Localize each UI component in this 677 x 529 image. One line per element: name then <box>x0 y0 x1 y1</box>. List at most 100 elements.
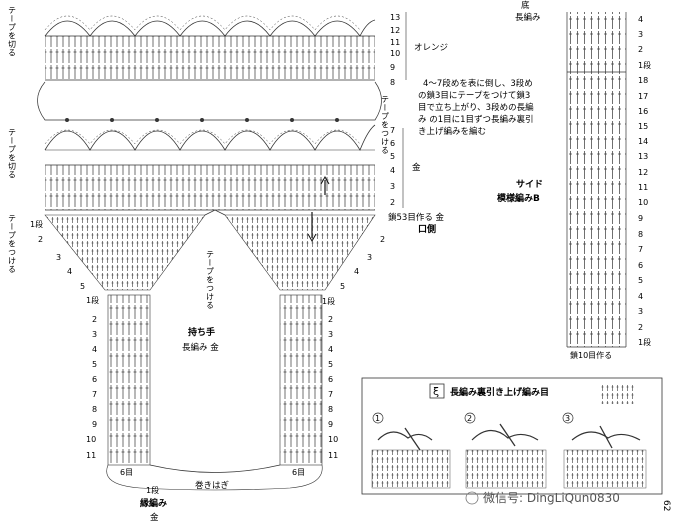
tape-attach-label: テープをつける <box>206 250 215 310</box>
row-number: 2 <box>390 198 395 207</box>
row-number: 10 <box>86 435 96 444</box>
row-number: 2 <box>38 235 43 244</box>
stitch-legend: ξ 長編み裏引き上げ編み目 1 2 3 <box>361 377 663 495</box>
row-number: 18 <box>638 76 648 85</box>
row-number: 4 <box>328 345 333 354</box>
side-chain-label: 鎖10目作る <box>570 350 612 360</box>
row-number: 8 <box>328 405 333 414</box>
row-number: 11 <box>638 183 648 192</box>
middle-fan-section <box>44 118 376 211</box>
row-number: 5 <box>390 152 395 161</box>
row-number: 12 <box>390 26 400 35</box>
lower-sides <box>44 209 376 291</box>
row-number: 7 <box>92 390 97 399</box>
side-title: サイド <box>516 179 543 190</box>
row-number: 6 <box>92 375 97 384</box>
row-number: 3 <box>638 30 643 39</box>
watermark-text: 微信号: DingLiQun0830 <box>483 491 620 505</box>
tape-cut-label: テープを切る <box>8 6 17 57</box>
handle-title: 持ち手 <box>188 326 215 338</box>
row-number: 11 <box>390 38 400 47</box>
row-number: 10 <box>328 435 338 444</box>
note-line: 4～7段めを表に倒し、3段め <box>423 78 533 89</box>
step-number: 2 <box>467 414 472 423</box>
row-number: 1段 <box>638 60 651 70</box>
row-number: 11 <box>86 451 96 460</box>
row-number: 6 <box>390 139 395 148</box>
row-number: 11 <box>328 451 338 460</box>
row-number: 7 <box>328 390 333 399</box>
side-top-sub: 長編み <box>515 12 541 23</box>
row-number: 8 <box>92 405 97 414</box>
instruction-note: 4～7段めを表に倒し、3段め の鎖3目にテープをつけて鎖3 目で立ち上がり、3段… <box>418 78 534 137</box>
symbol-sample <box>600 384 636 404</box>
row-number: 10 <box>638 198 648 207</box>
join-label: 巻きはぎ <box>195 480 230 491</box>
row-number: 7 <box>638 245 643 254</box>
row-number: 9 <box>328 420 333 429</box>
row-number: 10 <box>390 49 400 58</box>
row-number: 3 <box>390 182 395 191</box>
row-number: 5 <box>638 276 643 285</box>
row-number: 8 <box>390 78 395 87</box>
row-number: 9 <box>390 63 395 72</box>
row-number: 16 <box>638 107 648 116</box>
legend-symbol: ξ <box>433 385 439 398</box>
row-number: 3 <box>367 253 372 262</box>
top-row-numbers: 13 12 11 10 9 8 オレンジ <box>390 12 448 87</box>
tape-attach-label: テープをつける <box>381 95 390 155</box>
row-label: 1段 <box>30 219 43 229</box>
row-number: 4 <box>92 345 97 354</box>
color-label: 金 <box>412 162 421 173</box>
top-fan-section <box>44 15 376 81</box>
upper-row-numbers: 7 6 5 4 3 2 金 鎖53目作る 金 口側 <box>388 126 445 235</box>
row-number: 6 <box>638 261 643 270</box>
stitch-count: 6目 <box>292 468 305 477</box>
row-number: 2 <box>638 323 643 332</box>
row-number: 4 <box>354 267 359 276</box>
edge-row-label: 1段 <box>146 485 159 495</box>
bottom-chain-label: 鎖53目作る 金 <box>388 212 445 223</box>
row-number: 12 <box>638 168 648 177</box>
handle-labels: 1段 2 3 4 5 6 7 8 9 10 11 2 3 4 5 6 7 8 9… <box>86 295 338 523</box>
tape-attach-label: テープをつける <box>8 214 17 274</box>
row-number: 13 <box>638 152 648 161</box>
note-line: き上げ編みを編む <box>418 126 486 137</box>
row-number: 4 <box>390 166 395 175</box>
color-label: オレンジ <box>414 43 448 53</box>
tape-cut-label: テープを切る <box>8 128 17 179</box>
row-number: 4 <box>638 292 643 301</box>
row-number: 15 <box>638 122 648 131</box>
row-number: 9 <box>638 214 643 223</box>
page-number: 62 <box>661 500 671 511</box>
row-number: 1段 <box>638 337 651 347</box>
mouth-side-label: 口側 <box>418 223 436 235</box>
handle-subtitle: 長編み 金 <box>182 342 219 353</box>
row-number: 4 <box>67 267 72 276</box>
lower-row-labels: 1段 2 3 4 5 2 3 4 5 1段 <box>30 219 385 306</box>
side-subtitle: 模様編みB <box>497 192 540 204</box>
handle-columns <box>106 294 323 491</box>
row-number: 4 <box>638 15 643 24</box>
edge-title: 縁編み <box>140 497 167 509</box>
side-panel: 底 長編み 4 3 2 1段 18 17 16 15 14 13 12 11 1… <box>497 0 651 360</box>
step-number: 3 <box>565 414 570 423</box>
row-number: 5 <box>340 282 345 291</box>
watermark: 微信号: DingLiQun0830 <box>465 491 620 505</box>
row-number: 2 <box>92 315 97 324</box>
bag-chart <box>37 15 382 491</box>
row-number: 3 <box>638 307 643 316</box>
row-number: 2 <box>638 45 643 54</box>
row-label: 1段 <box>322 296 335 306</box>
row-label: 1段 <box>86 295 99 305</box>
note-line: の鎖3目にテープをつけて鎖3 <box>418 90 530 101</box>
side-top-label: 底 <box>521 0 530 11</box>
row-number: 5 <box>328 360 333 369</box>
legend-title: 長編み裏引き上げ編み目 <box>450 386 549 398</box>
row-number: 9 <box>92 420 97 429</box>
row-number: 17 <box>638 92 648 101</box>
stitch-count: 6目 <box>120 468 133 477</box>
row-number: 3 <box>56 253 61 262</box>
row-number: 7 <box>390 126 395 135</box>
